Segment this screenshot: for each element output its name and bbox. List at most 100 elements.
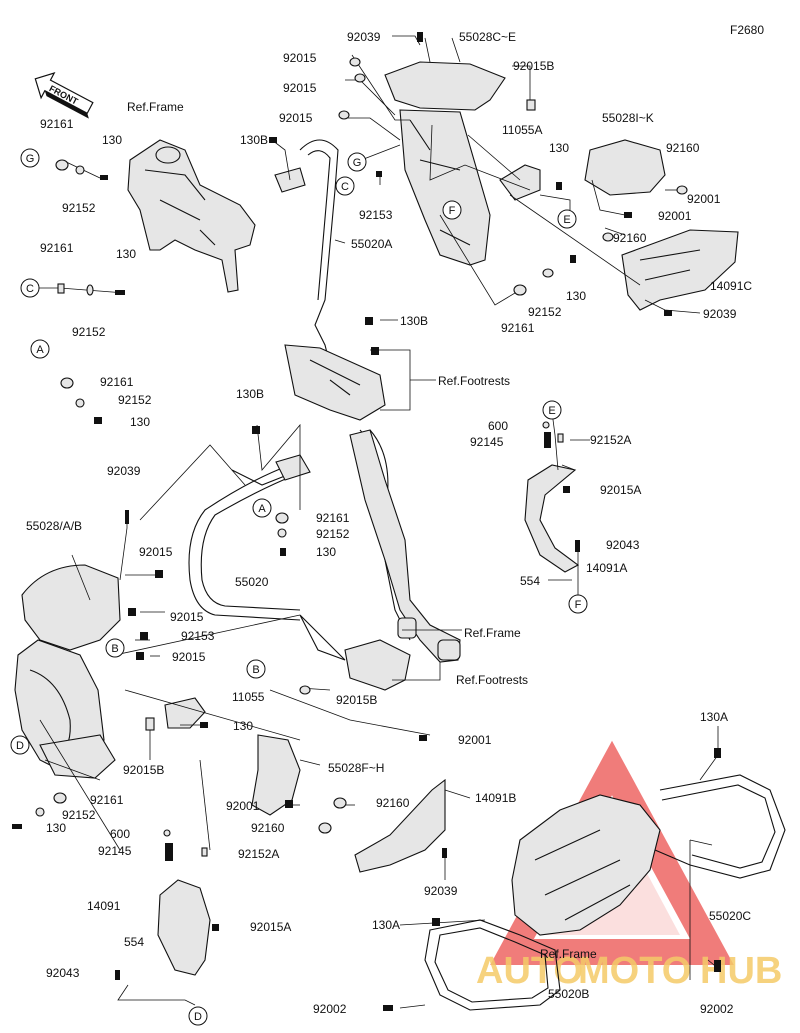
lower-guard-55020c <box>654 774 786 879</box>
label-55028i-k: 55028I~K <box>602 111 654 125</box>
label-92043-low: 92043 <box>46 966 80 980</box>
svg-text:F: F <box>575 599 582 611</box>
label-92145-low: 92145 <box>98 844 132 858</box>
label-92161-mid: 92161 <box>316 511 350 525</box>
label-130-g: 130 <box>102 133 122 147</box>
label-55028c-e: 55028C~E <box>459 30 516 44</box>
label-ref-frame-1: Ref.Frame <box>127 100 184 114</box>
label-ref-frame-3: Ref.Frame <box>540 947 597 961</box>
figure-code: F2680 <box>730 23 764 37</box>
bracket-11055a <box>499 164 541 201</box>
label-92015a-low: 92015A <box>250 920 291 934</box>
label-92152-g: 92152 <box>62 201 96 215</box>
callout-a-1: A <box>30 339 50 359</box>
label-130b-3: 130B <box>236 387 264 401</box>
label-ref-footrests-2: Ref.Footrests <box>456 673 528 687</box>
label-130b-2: 130B <box>400 314 428 328</box>
label-554-r: 554 <box>520 574 540 588</box>
label-92039-r: 92039 <box>703 307 737 321</box>
watermark-hub: HUB <box>700 950 782 992</box>
callout-c-2: C <box>335 176 355 196</box>
ref-frame-mid <box>349 429 461 663</box>
lower-cover-14091b <box>354 778 446 873</box>
label-92043-r: 92043 <box>606 538 640 552</box>
label-14091: 14091 <box>87 899 121 913</box>
label-130a-2: 130A <box>372 918 400 932</box>
label-92002-2: 92002 <box>700 1002 734 1016</box>
label-92015-3: 92015 <box>279 111 313 125</box>
label-92039-mid: 92039 <box>107 464 141 478</box>
svg-text:B: B <box>252 664 259 676</box>
label-14091a: 14091A <box>586 561 627 575</box>
callout-b-1: B <box>105 638 125 658</box>
svg-text:G: G <box>26 153 35 165</box>
label-55028f-h: 55028F~H <box>328 761 384 775</box>
hardware-fasteners <box>12 32 721 1011</box>
cover-14091c <box>621 229 739 311</box>
label-55020: 55020 <box>235 575 269 589</box>
label-92152-a: 92152 <box>118 393 152 407</box>
label-92152a-r: 92152A <box>590 433 631 447</box>
label-92153-top: 92153 <box>359 208 393 222</box>
svg-text:A: A <box>258 503 266 515</box>
label-92160-low2: 92160 <box>251 821 285 835</box>
svg-text:C: C <box>341 181 349 193</box>
watermark-auto: AUTO <box>476 950 583 992</box>
label-130-a: 130 <box>130 415 150 429</box>
label-92001-t1: 92001 <box>687 192 721 206</box>
label-ref-frame-2: Ref.Frame <box>464 626 521 640</box>
fairing-stay-55020a <box>274 139 339 366</box>
label-11055a: 11055A <box>502 123 542 137</box>
label-92152a-low: 92152A <box>238 847 279 861</box>
svg-text:E: E <box>563 214 570 226</box>
label-92161-low: 92161 <box>90 793 124 807</box>
label-92152-c: 92152 <box>72 325 106 339</box>
label-92160-top: 92160 <box>666 141 700 155</box>
label-92002-1: 92002 <box>313 1002 347 1016</box>
label-92015-2: 92015 <box>283 81 317 95</box>
label-130-top: 130 <box>549 141 569 155</box>
bracket-11055 <box>164 697 206 729</box>
leader-lines <box>38 35 721 1009</box>
label-92153-mid: 92153 <box>181 629 215 643</box>
callout-e-2: E <box>542 400 562 420</box>
lower-guard-55020b <box>424 919 561 1011</box>
callout-g-2: G <box>347 152 367 172</box>
label-130a-1: 130A <box>700 710 728 724</box>
label-92015b-mid: 92015B <box>336 693 377 707</box>
label-92015a-r: 92015A <box>600 483 641 497</box>
callout-f-1: F <box>442 200 462 220</box>
svg-text:D: D <box>194 1011 202 1023</box>
callout-a-2: A <box>252 498 272 518</box>
label-130-r: 130 <box>566 289 586 303</box>
upper-fairing-55028c-e <box>384 61 506 266</box>
ref-frame-lower <box>511 794 661 936</box>
part-labels: 92039 55028C~E 92015 92015 92015B 92015 … <box>26 30 752 1016</box>
callout-d-1: D <box>10 735 30 755</box>
svg-text:G: G <box>353 157 362 169</box>
callout-g-1: G <box>20 148 40 168</box>
label-92152-r: 92152 <box>528 305 562 319</box>
label-130-m2: 130 <box>233 719 253 733</box>
guard-14091a <box>524 464 580 573</box>
label-11055: 11055 <box>232 690 265 704</box>
footrest-bracket-top <box>284 344 386 421</box>
front-arrow-icon: FRONT <box>34 72 94 119</box>
svg-text:B: B <box>111 643 118 655</box>
callout-b-2: B <box>246 659 266 679</box>
label-92015-m3: 92015 <box>172 650 206 664</box>
svg-text:C: C <box>26 283 34 295</box>
label-92015-m2: 92015 <box>170 610 204 624</box>
callout-c-1: C <box>20 278 40 298</box>
label-554-low: 554 <box>124 935 144 949</box>
label-130-c: 130 <box>116 247 136 261</box>
label-14091c: 14091C <box>710 279 752 293</box>
label-92145-r: 92145 <box>470 435 504 449</box>
label-130b-1: 130B <box>240 133 268 147</box>
label-14091b: 14091B <box>475 791 516 805</box>
upper-guard-55028i-k <box>584 139 666 196</box>
label-130-mid: 130 <box>316 545 336 559</box>
callout-f-2: F <box>568 594 588 614</box>
ref-frame-top <box>127 139 256 293</box>
